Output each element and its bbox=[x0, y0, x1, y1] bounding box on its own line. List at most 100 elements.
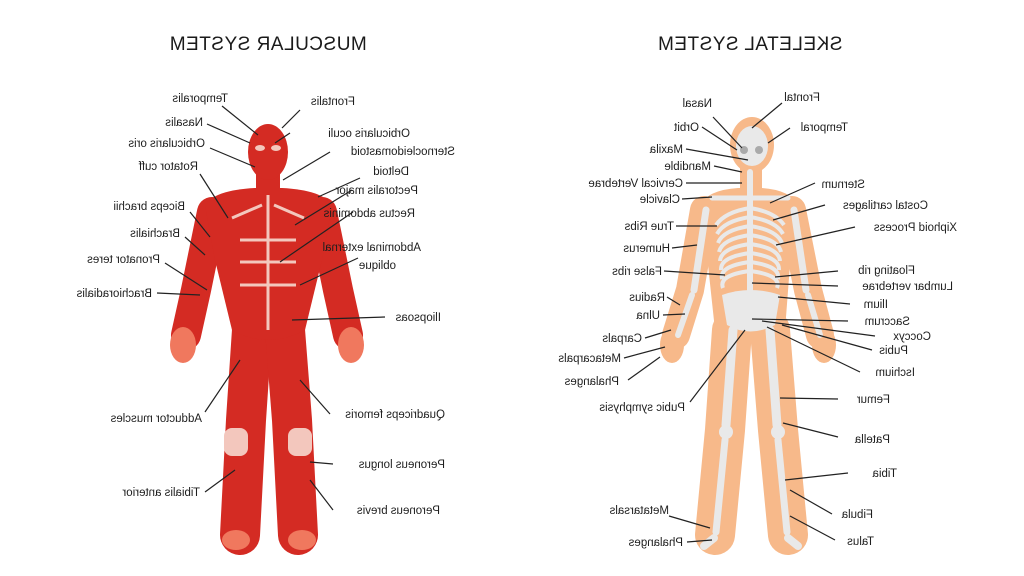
muscular-label: Orbicularis oculi bbox=[328, 128, 410, 140]
skeletal-label: Pubis bbox=[879, 345, 908, 357]
muscular-figure bbox=[170, 124, 364, 555]
rib-bone bbox=[717, 233, 783, 253]
skeletal-label: Carpals bbox=[602, 333, 642, 345]
skeletal-leader-line bbox=[712, 116, 743, 149]
tibia-bone bbox=[774, 436, 791, 536]
skeletal-label: Temporal bbox=[801, 122, 848, 134]
skeletal-leader-line bbox=[627, 356, 661, 381]
muscular-leader-line bbox=[221, 105, 259, 136]
skeletal-label: Pubic symphysis bbox=[599, 402, 685, 414]
muscle-separator bbox=[231, 203, 263, 220]
skeletal-leader-line bbox=[671, 244, 698, 249]
skeletal-leader-line bbox=[772, 204, 826, 221]
skeletal-label: False ribs bbox=[612, 266, 662, 278]
muscular-label: Nasalis bbox=[165, 117, 203, 129]
muscular-label: Brachialis bbox=[130, 228, 180, 240]
muscular-leader-line bbox=[309, 461, 334, 465]
skeletal-leader-line bbox=[777, 296, 851, 305]
foot-bone bbox=[700, 534, 718, 550]
skeletal-label: Ischium bbox=[875, 367, 915, 379]
skeletal-leader-line bbox=[663, 270, 726, 276]
muscle-leg-right bbox=[265, 310, 318, 555]
muscular-leader-line bbox=[204, 469, 236, 493]
foot-bone bbox=[784, 534, 802, 550]
rib-bone bbox=[715, 215, 785, 236]
skeletal-leader-line bbox=[766, 326, 861, 373]
skeletal-label: Ilium bbox=[864, 299, 888, 311]
skeletal-leader-line bbox=[767, 127, 791, 144]
muscular-label: Peroneus longus bbox=[358, 459, 445, 471]
skeletal-leader-line bbox=[686, 539, 713, 543]
skeletal-leader-line bbox=[751, 102, 783, 129]
skeletal-leader-line bbox=[761, 320, 876, 337]
muscle-knee bbox=[224, 428, 248, 456]
muscular-label: oblique bbox=[359, 260, 396, 272]
skeletal-label: Costal cartilages bbox=[843, 200, 928, 212]
skeletal-leader-line bbox=[751, 318, 849, 322]
pelvis-bone bbox=[722, 290, 780, 332]
muscle-head bbox=[248, 124, 288, 180]
skin-hand-right bbox=[812, 327, 836, 363]
rib-bone bbox=[720, 269, 780, 289]
skeletal-label: Femur bbox=[857, 394, 890, 406]
skeletal-label: Clavicle bbox=[640, 194, 680, 206]
muscular-leader-line bbox=[206, 123, 251, 144]
forearm-bone bbox=[675, 292, 695, 338]
muscle-knee bbox=[288, 428, 312, 456]
skeletal-leader-line bbox=[713, 165, 743, 173]
femur-bone bbox=[765, 325, 782, 430]
skeletal-leader-line bbox=[789, 515, 836, 541]
skeletal-label: Metacarpals bbox=[558, 353, 621, 365]
skeletal-label: Metatarsals bbox=[609, 505, 669, 517]
muscle-hand-left bbox=[170, 327, 196, 363]
skeletal-leader-line bbox=[769, 182, 816, 204]
skeletal-leader-line bbox=[666, 296, 681, 306]
muscular-leader-line bbox=[291, 316, 386, 321]
muscular-label: Deltoid bbox=[373, 166, 409, 178]
skeletal-leader-line bbox=[774, 270, 839, 278]
muscular-leader-line bbox=[156, 292, 201, 296]
muscular-leader-line bbox=[199, 173, 229, 219]
skeletal-leader-line bbox=[781, 324, 873, 351]
muscular-label: Abdominal external bbox=[323, 242, 421, 254]
muscular-leader-line bbox=[282, 151, 331, 181]
skeletal-leader-line bbox=[689, 329, 746, 403]
skeletal-label: Maxila bbox=[649, 144, 683, 156]
muscle-foot-left bbox=[222, 530, 250, 550]
skeletal-label: Mandible bbox=[664, 161, 711, 173]
skeletal-label: Coccyx bbox=[893, 331, 931, 343]
muscular-label: Adductor muscles bbox=[110, 413, 202, 425]
skeletal-label: Tibia bbox=[872, 468, 897, 480]
muscle-eye bbox=[271, 145, 281, 151]
skeletal-label: Humerus bbox=[623, 243, 670, 255]
skeletal-label: Ulna bbox=[636, 310, 660, 322]
rib-bone bbox=[719, 251, 781, 271]
skeletal-label: Patella bbox=[854, 434, 890, 446]
muscular-leader-line bbox=[164, 262, 208, 291]
muscular-leader-line bbox=[204, 359, 241, 413]
muscle-arm-right bbox=[307, 197, 363, 350]
skeletal-label: Frontal bbox=[784, 92, 820, 104]
humerus-bone bbox=[790, 206, 810, 294]
patella-bone bbox=[771, 425, 785, 439]
skeletal-label: Radius bbox=[629, 292, 665, 304]
skeletal-label: Xiphoid Process bbox=[874, 222, 957, 234]
muscular-leader-line bbox=[209, 147, 256, 168]
skeletal-leader-line bbox=[784, 472, 849, 481]
skull-bone bbox=[736, 126, 768, 166]
muscular-label: Rectus abdominis bbox=[323, 208, 415, 220]
skeletal-leader-line bbox=[662, 313, 686, 316]
muscular-label: Tibialis anterior bbox=[122, 487, 200, 499]
muscular-label: Biceps brachii bbox=[113, 201, 185, 213]
rib-bone bbox=[714, 206, 786, 227]
muscle-hand-right bbox=[338, 327, 364, 363]
muscular-label: Brachioradialis bbox=[76, 288, 152, 300]
skeletal-leader-line bbox=[644, 329, 672, 339]
skeletal-title: SKELETAL SYSTEM bbox=[658, 34, 843, 55]
muscular-label: Sternocleidomastoid bbox=[351, 146, 455, 158]
skeletal-leader-line bbox=[623, 346, 666, 359]
muscular-label: Pronator teres bbox=[87, 254, 160, 266]
skeletal-figure bbox=[660, 117, 836, 555]
